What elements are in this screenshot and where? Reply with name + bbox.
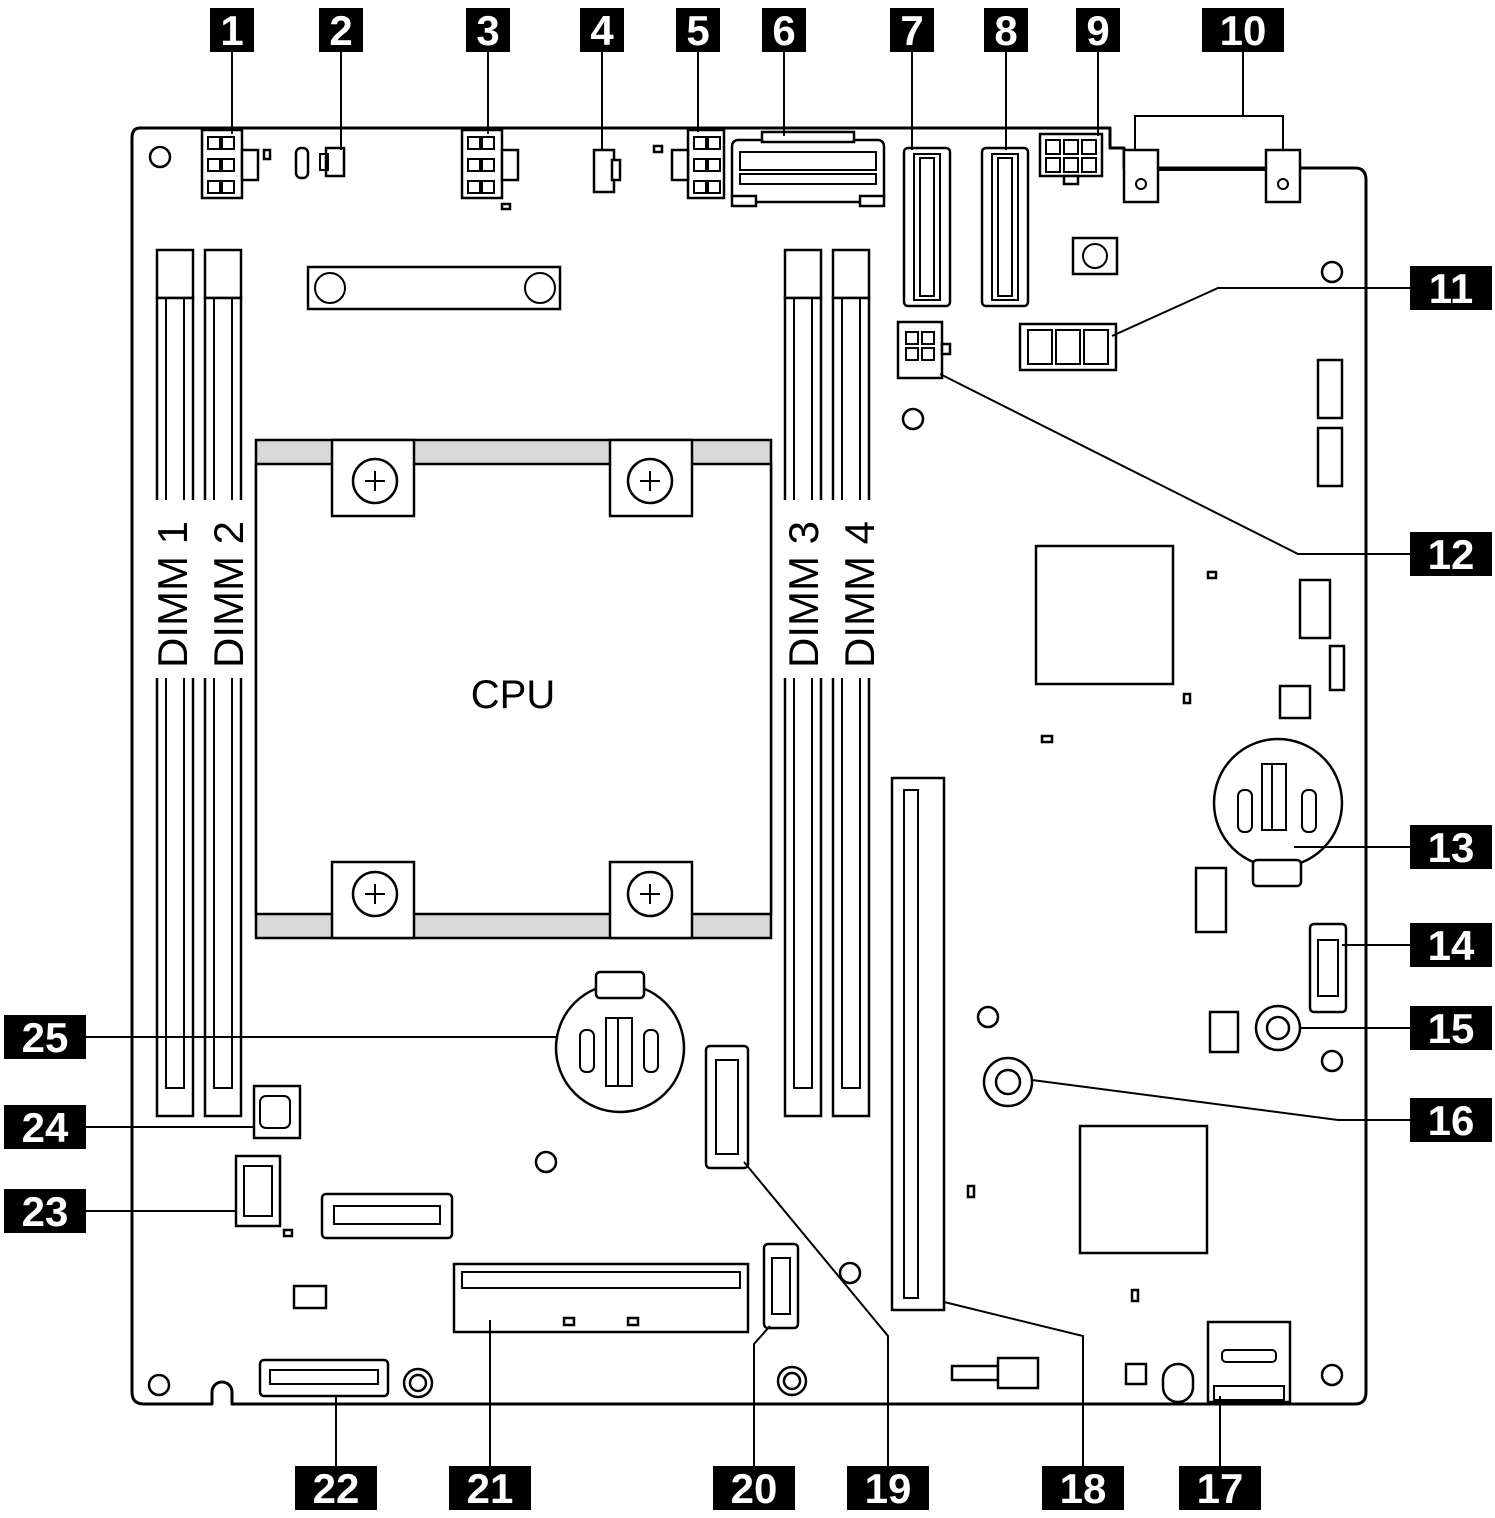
- svg-text:5: 5: [686, 7, 709, 54]
- svg-text:20: 20: [731, 1465, 778, 1512]
- callout-6: 6: [762, 7, 806, 54]
- svg-text:19: 19: [865, 1465, 912, 1512]
- svg-text:7: 7: [900, 7, 923, 54]
- power-connector-9: [1038, 132, 1104, 186]
- svg-text:16: 16: [1428, 1097, 1475, 1144]
- callout-4: 4: [580, 7, 624, 54]
- callout-5: 5: [676, 7, 720, 54]
- connector-19: [704, 1044, 750, 1170]
- svg-text:1: 1: [220, 7, 243, 54]
- dimm-slots: [150, 248, 878, 1118]
- callout-15: 15: [1410, 1005, 1492, 1052]
- svg-text:18: 18: [1060, 1465, 1107, 1512]
- callout-20: 20: [713, 1465, 795, 1512]
- top-small-connector-4: [592, 148, 622, 194]
- svg-text:4: 4: [590, 7, 614, 54]
- svg-text:22: 22: [313, 1465, 360, 1512]
- svg-text:3: 3: [476, 7, 499, 54]
- callout-3: 3: [466, 7, 510, 54]
- standoff-bar: [306, 265, 562, 311]
- top-power-connector-1: [200, 128, 272, 200]
- callout-16: 16: [1410, 1097, 1492, 1144]
- top-power-connector-3: [460, 128, 520, 211]
- svg-text:6: 6: [772, 7, 795, 54]
- svg-text:2: 2: [329, 7, 352, 54]
- standoff-16: [982, 1056, 1034, 1108]
- connector-23: [234, 1154, 282, 1228]
- callout-9: 9: [1076, 7, 1120, 54]
- callout-11: 11: [1410, 265, 1492, 312]
- svg-text:23: 23: [22, 1188, 69, 1235]
- callout-19: 19: [847, 1465, 929, 1512]
- leader-lines: [86, 50, 1410, 1466]
- callout-23: 23: [4, 1188, 86, 1235]
- callout-10: 10: [1202, 7, 1284, 54]
- connector-22: [258, 1358, 390, 1398]
- push-button: [1071, 236, 1119, 276]
- callout-18: 18: [1042, 1465, 1124, 1512]
- dip-switches: [1316, 358, 1344, 488]
- callout-12: 12: [1410, 531, 1492, 578]
- chip-upper: [1034, 544, 1175, 686]
- svg-text:24: 24: [22, 1104, 69, 1151]
- callout-7: 7: [890, 7, 934, 54]
- callout-13: 13: [1410, 824, 1492, 871]
- svg-text:9: 9: [1086, 7, 1109, 54]
- connector-24: [252, 1084, 302, 1140]
- cpu-screw-icons: [351, 457, 674, 918]
- power-connector-11: [1018, 322, 1118, 372]
- mounting-holes: [147, 145, 1344, 1404]
- svg-text:17: 17: [1197, 1465, 1244, 1512]
- dimm-1-label: DIMM 1: [149, 521, 196, 668]
- dimm-3-label: DIMM 3: [780, 521, 827, 668]
- vertical-connector-8: [980, 146, 1030, 308]
- connector-21: [452, 1262, 750, 1334]
- cmos-battery-25: [554, 970, 686, 1114]
- dimm-2-label: DIMM 2: [205, 521, 252, 668]
- top-wide-connector-6: [730, 130, 886, 208]
- dimm-4-label: DIMM 4: [836, 521, 883, 668]
- top-small-connector-2: [294, 146, 346, 180]
- svg-text:25: 25: [22, 1014, 69, 1061]
- callout-14: 14: [1410, 922, 1492, 969]
- svg-text:14: 14: [1428, 922, 1475, 969]
- svg-text:15: 15: [1428, 1005, 1475, 1052]
- callout-22: 22: [295, 1465, 377, 1512]
- svg-text:10: 10: [1220, 7, 1267, 54]
- callout-1: 1: [210, 7, 254, 54]
- vertical-connector-7: [902, 146, 952, 308]
- cpu-label: CPU: [471, 673, 555, 717]
- callout-8: 8: [984, 7, 1028, 54]
- top-power-connector-5: [652, 128, 726, 200]
- connector-20: [762, 1242, 800, 1330]
- small-fan-header: [282, 1228, 328, 1310]
- svg-text:13: 13: [1428, 824, 1475, 871]
- hdmi-like-connector: [320, 1192, 454, 1240]
- cmos-battery-13: [1212, 737, 1344, 888]
- connector-14: [1308, 922, 1348, 1014]
- bottom-small-headers: [950, 1356, 1148, 1390]
- svg-text:8: 8: [994, 7, 1017, 54]
- callout-17: 17: [1179, 1465, 1261, 1512]
- bracket-10: [1122, 148, 1302, 204]
- small-headers-right: [966, 570, 1346, 1303]
- callout-24: 24: [4, 1104, 86, 1151]
- svg-text:21: 21: [467, 1465, 514, 1512]
- power-connector-12: [896, 320, 952, 380]
- chip-lower: [1078, 1124, 1209, 1255]
- callout-25: 25: [4, 1014, 86, 1061]
- callout-21: 21: [449, 1465, 531, 1512]
- svg-text:11: 11: [1429, 265, 1473, 312]
- callout-2: 2: [319, 7, 363, 54]
- riser-slot-18: [890, 776, 946, 1312]
- standoff-15: [1254, 1004, 1302, 1052]
- micro-sd-slot-17: [1206, 1320, 1292, 1404]
- svg-text:12: 12: [1428, 531, 1475, 578]
